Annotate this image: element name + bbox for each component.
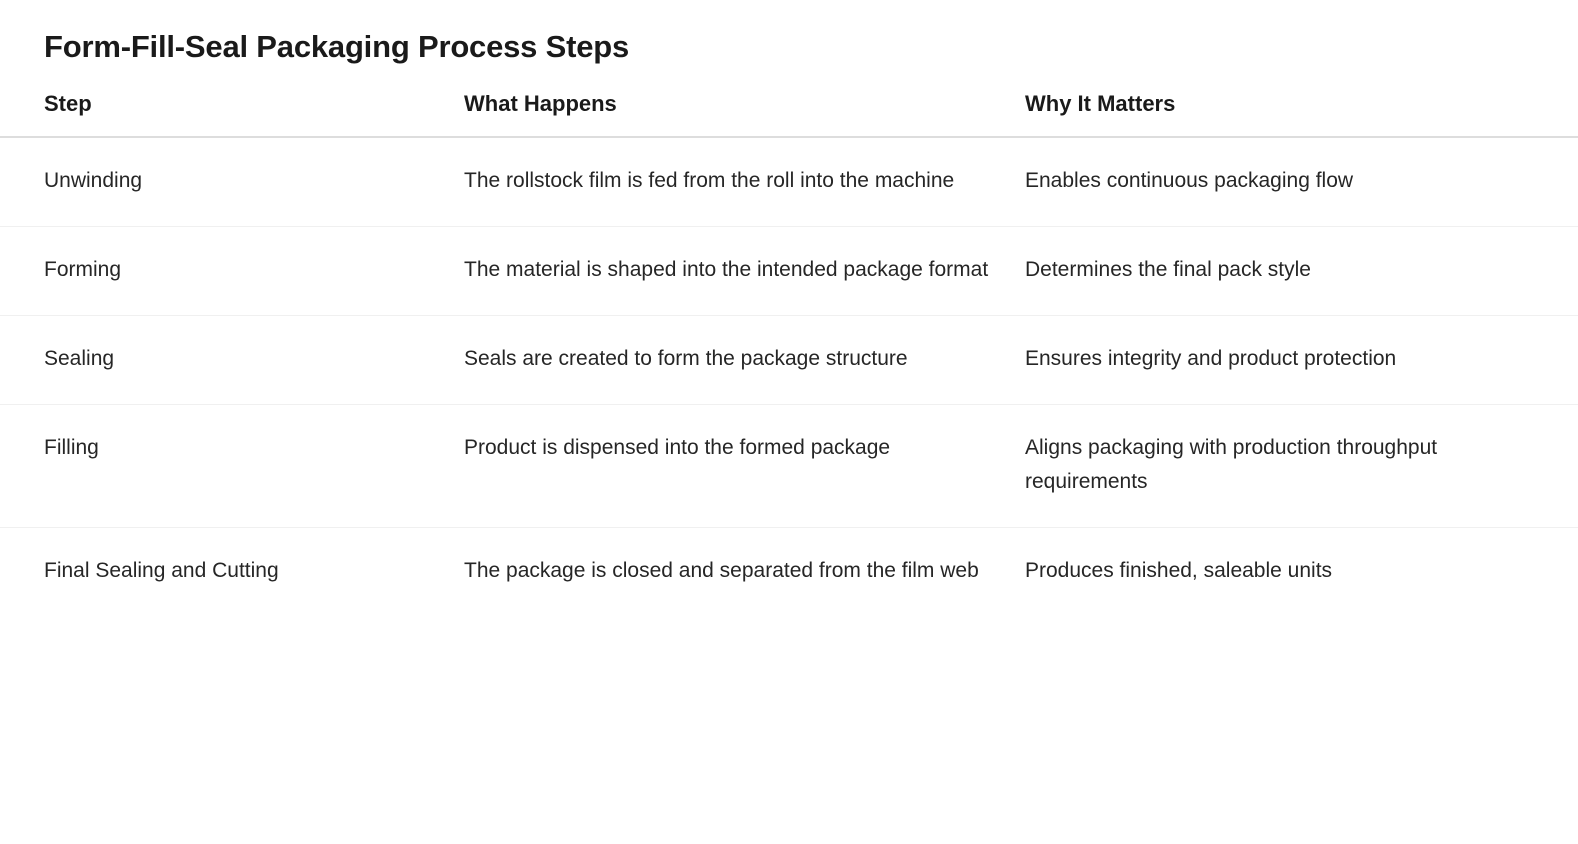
table-row: Sealing Seals are created to form the pa… — [0, 316, 1578, 405]
column-header-what-happens: What Happens — [464, 90, 617, 116]
cell-step: Sealing — [44, 347, 115, 371]
cell-what-happens: The package is closed and separated from… — [464, 559, 979, 583]
cell-why-it-matters: Determines the final pack style — [1025, 258, 1311, 282]
table-row: Unwinding The rollstock film is fed from… — [0, 137, 1578, 227]
table-header: Step What Happens Why It Matters — [0, 90, 1578, 138]
cell-why-it-matters: Aligns packaging with production through… — [1025, 436, 1438, 494]
cell-what-happens: Seals are created to form the package st… — [464, 347, 908, 371]
table-row: Filling Product is dispensed into the fo… — [0, 405, 1578, 528]
table-body: Unwinding The rollstock film is fed from… — [0, 137, 1578, 616]
cell-step: Forming — [44, 258, 122, 282]
cell-what-happens: The material is shaped into the intended… — [464, 258, 989, 282]
cell-what-happens: Product is dispensed into the formed pac… — [464, 436, 891, 460]
table-row: Forming The material is shaped into the … — [0, 227, 1578, 316]
column-header-step: Step — [44, 90, 92, 116]
table-row: Final Sealing and Cutting The package is… — [0, 528, 1578, 617]
cell-step: Final Sealing and Cutting — [44, 559, 279, 583]
cell-what-happens: The rollstock film is fed from the roll … — [464, 169, 955, 193]
column-header-why-it-matters: Why It Matters — [1025, 90, 1176, 116]
cell-why-it-matters: Enables continuous packaging flow — [1025, 169, 1354, 193]
table-header-row: Step What Happens Why It Matters — [0, 90, 1578, 138]
cell-step: Unwinding — [44, 169, 143, 193]
page-title: Form-Fill-Seal Packaging Process Steps — [44, 29, 630, 64]
cell-why-it-matters: Produces finished, saleable units — [1025, 559, 1333, 583]
process-steps-table: Step What Happens Why It Matters Unwindi… — [0, 90, 1578, 617]
cell-step: Filling — [44, 436, 99, 460]
cell-why-it-matters: Ensures integrity and product protection — [1025, 347, 1397, 371]
